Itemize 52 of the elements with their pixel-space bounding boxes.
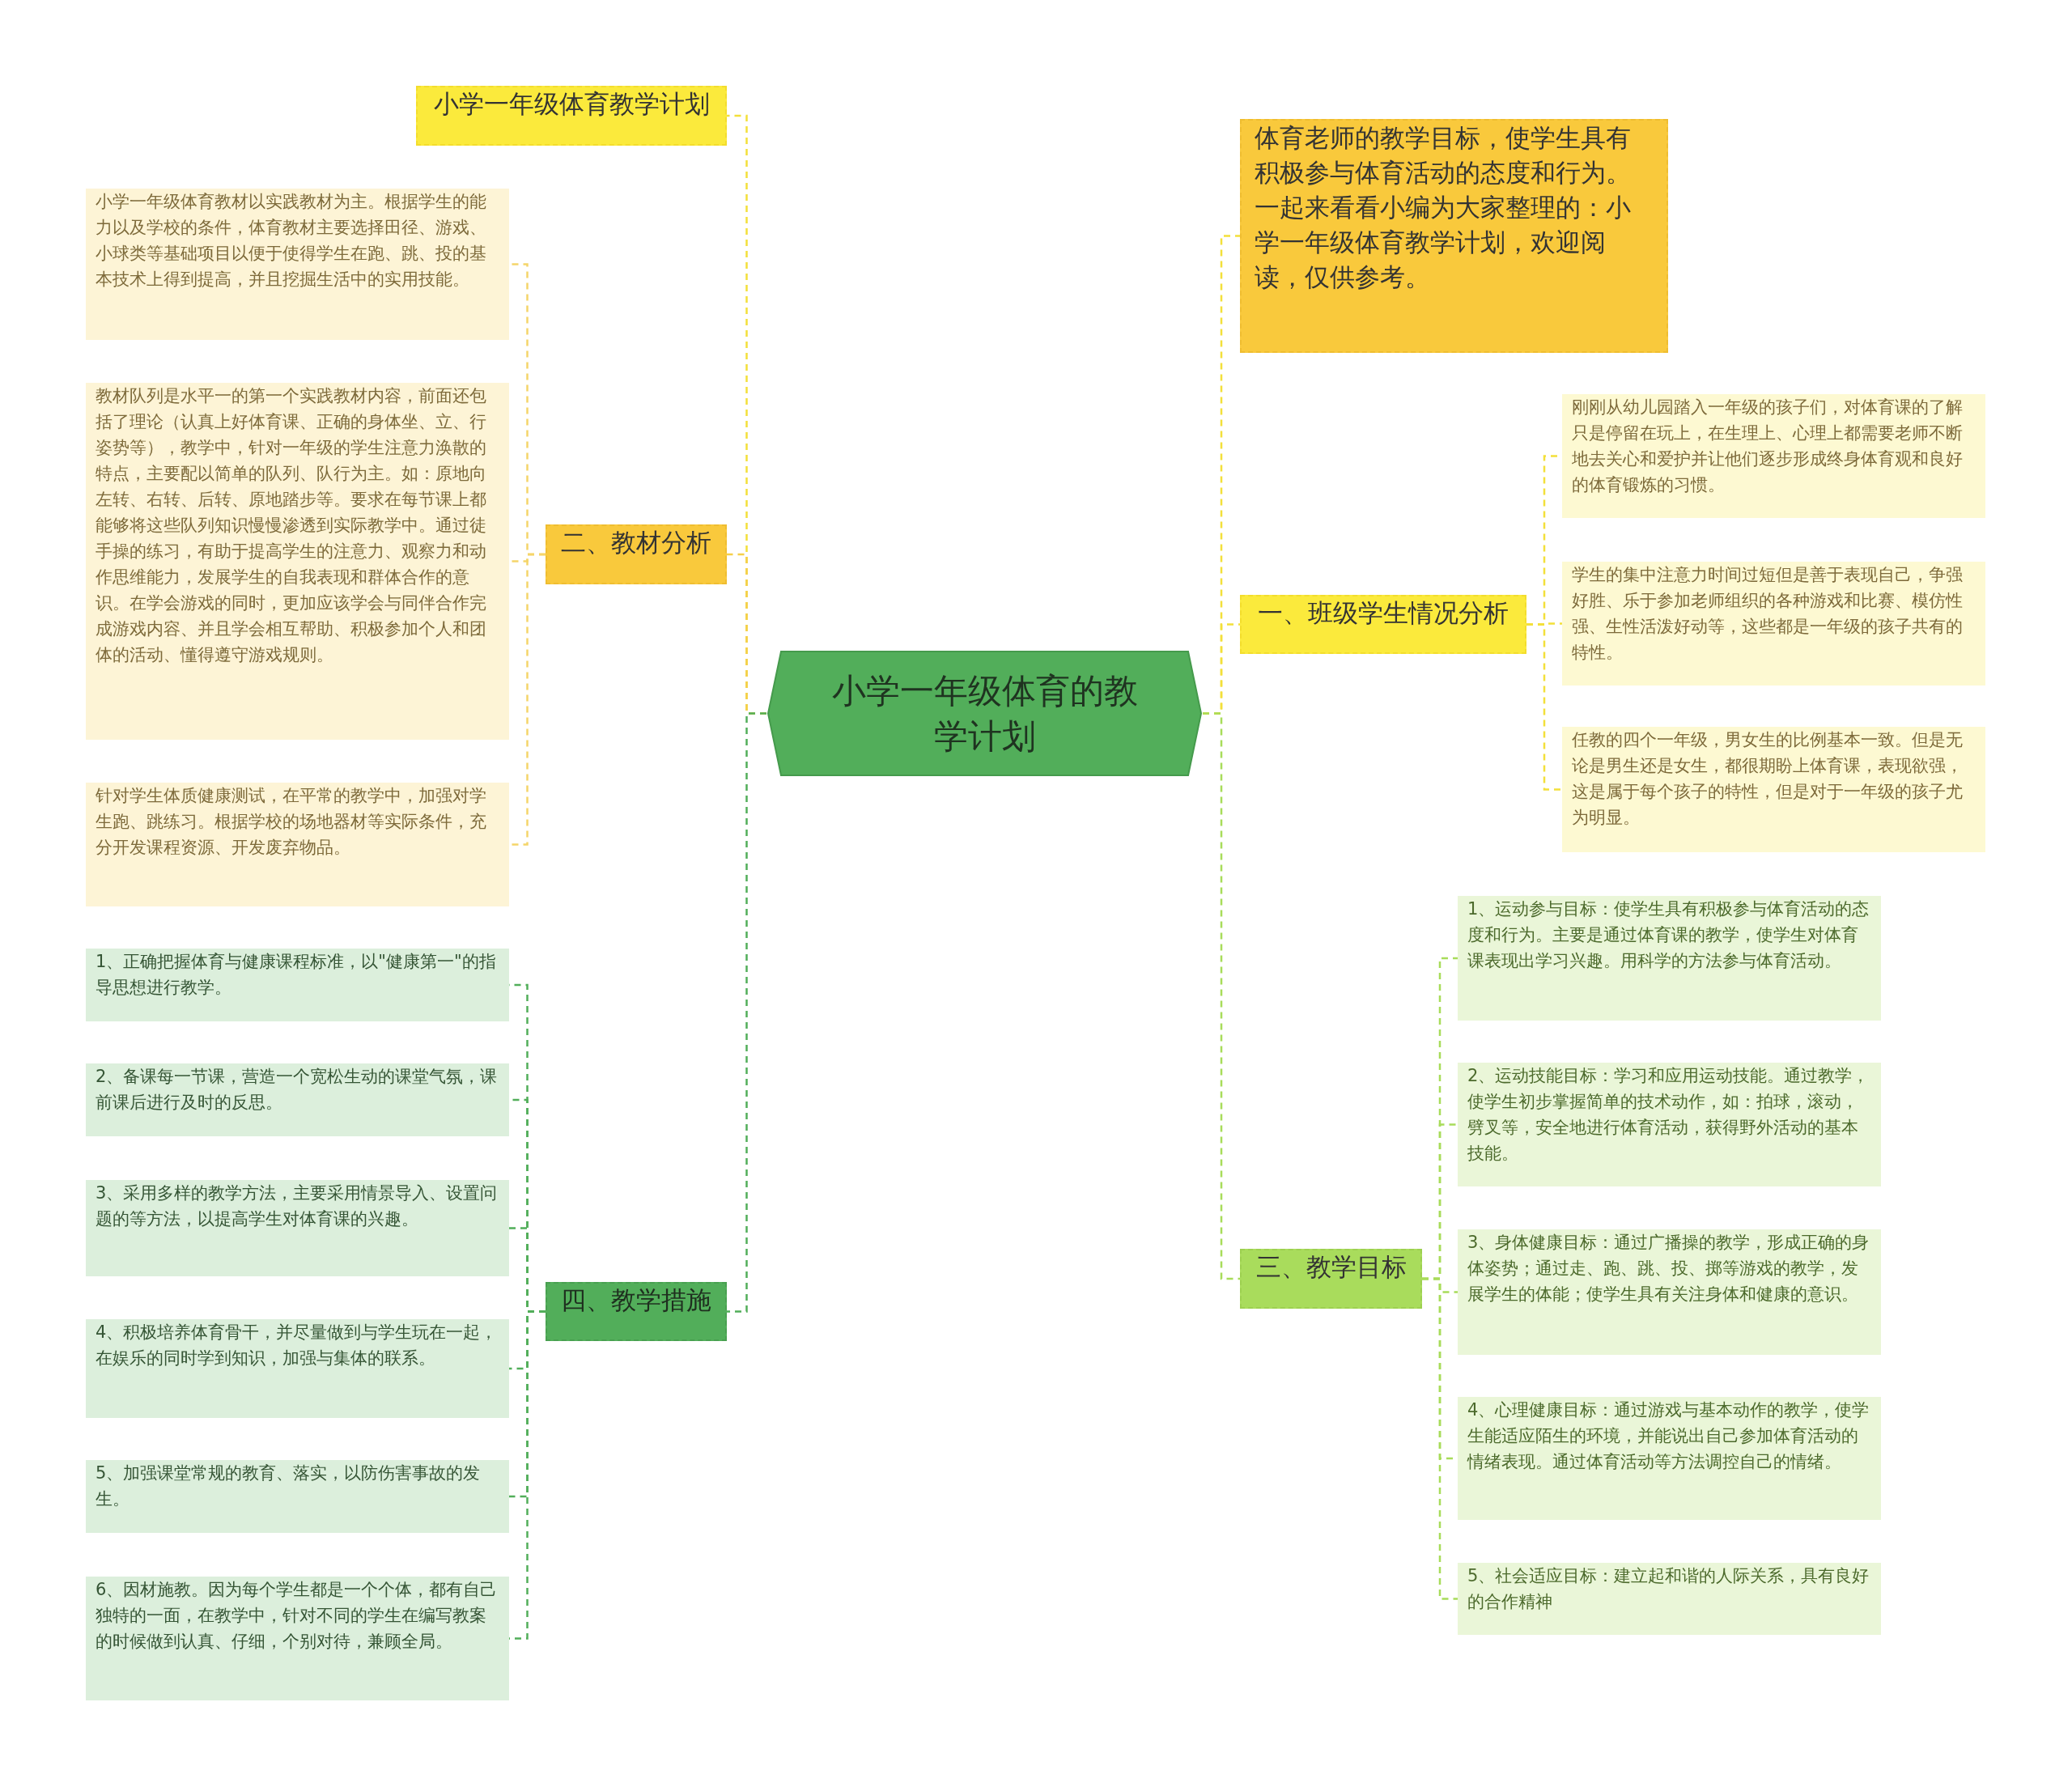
branch-topic-box <box>546 524 727 584</box>
detail-box <box>86 1063 509 1136</box>
detail-box <box>1458 1397 1881 1520</box>
detail-box <box>1458 1229 1881 1355</box>
summary-box <box>1240 119 1668 353</box>
detail-text: 2、备课每一节课，营造一个宽松生动的课堂气氛，课前课后进行及时的反思。 <box>96 1066 499 1114</box>
detail-box <box>1562 727 1985 852</box>
branch-topic-text: 二、教材分析 <box>560 527 712 558</box>
detail-box <box>86 383 509 740</box>
detail-box <box>86 783 509 906</box>
detail-text: 2、运动技能目标：学习和应用运动技能。通过教学，使学生初步掌握简单的技术动作，如：拍球，滚动，劈叉等，安全地进行体育活动，获得野外活动的基本技能。 <box>1467 1065 1870 1165</box>
detail-text: 1、正确把握体育与健康课程标准，以"健康第一"的指导思想进行教学。 <box>96 951 497 999</box>
central-topic-text: 小学一年级体育的教学计划 <box>830 669 1139 758</box>
branch-topic-text: 三、教学目标 <box>1255 1251 1408 1283</box>
detail-text: 学生的集中注意力时间过短但是善于表现自己，争强好胜、乐于参加老师组织的各种游戏和比赛、模仿性强、生性活泼好动等，这些都是一年级的孩子共有的特性。 <box>1572 564 1964 664</box>
branch-topic-box <box>1240 1249 1422 1309</box>
detail-text: 4、积极培养体育骨干，并尽量做到与学生玩在一起，在娱乐的同时学到知识，加强与集体的联系。 <box>96 1322 499 1369</box>
detail-text: 1、运动参与目标：使学生具有积极参与体育活动的态度和行为。主要是通过体育课的教学，使学生对体育课表现出学习兴趣。用科学的方法参与体育活动。 <box>1467 898 1870 972</box>
detail-text: 6、因材施教。因为每个学生都是一个个体，都有自己独特的一面，在教学中，针对不同的学生在编写教案的时候做到认真、仔细，个别对待，兼顾全局。 <box>96 1579 499 1653</box>
detail-text: 5、加强课堂常规的教育、落实，以防伤害事故的发生。 <box>96 1462 482 1510</box>
branch-topic-box <box>546 1282 727 1341</box>
summary-text: 体育老师的教学目标，使学生具有积极参与体育活动的态度和行为。一起来看看小编为大家整理的：小学一年级体育教学计划，欢迎阅读，仅供参考。 <box>1255 122 1632 293</box>
detail-box <box>1562 562 1985 686</box>
connector-line <box>1203 712 1240 1280</box>
branch-topic-box <box>416 86 727 146</box>
branch-topic-text: 小学一年级体育教学计划 <box>432 88 711 120</box>
detail-text: 针对学生体质健康测试，在平常的教学中，加强对学生跑、跳练习。根据学校的场地器材等实际条件，充分开发课程资源、开发废弃物品。 <box>96 785 487 859</box>
branch-topic-text: 四、教学措施 <box>560 1284 712 1316</box>
detail-box <box>1458 1063 1881 1186</box>
detail-text: 小学一年级体育教材以实践教材为主。根据学生的能力以及学校的条件，体育教材主要选择田径、游戏、小球类等基础项目以便于使得学生在跑、跳、投的基本技术上得到提高，并且挖掘生活中的实用技能。 <box>96 191 487 291</box>
detail-text: 刚刚从幼儿园踏入一年级的孩子们，对体育课的了解只是停留在玩上，在生理上、心理上都需要老师不断地去关心和爱护并让他们逐步形成终身体育观和良好的体育锻炼的习惯。 <box>1572 397 1964 496</box>
detail-box <box>86 949 509 1021</box>
detail-box <box>1562 394 1985 518</box>
branch-topic-text: 一、班级学生情况分析 <box>1257 597 1509 629</box>
detail-text: 4、心理健康目标：通过游戏与基本动作的教学，使学生能适应陌生的环境，并能说出自己参加体育活动的情绪表现。通过体育活动等方法调控自己的情绪。 <box>1467 1399 1870 1473</box>
detail-text: 任教的四个一年级，男女生的比例基本一致。但是无论是男生还是女生，都很期盼上体育课，表现欲强，这是属于每个孩子的特性，但是对于一年级的孩子尤为明显。 <box>1572 729 1964 829</box>
central-topic-hexagon <box>766 650 1203 777</box>
connector-line <box>727 712 766 1313</box>
detail-box <box>86 1180 509 1276</box>
detail-box <box>1458 1563 1881 1635</box>
branch-topic-box <box>1240 595 1526 654</box>
detail-text: 5、社会适应目标：建立起和谐的人际关系，具有良好的合作精神 <box>1467 1565 1870 1613</box>
detail-text: 3、身体健康目标：通过广播操的教学，形成正确的身体姿势；通过走、跑、跳、投、掷等游戏的教学，发展学生的体能；使学生具有关注身体和健康的意识。 <box>1467 1232 1870 1305</box>
detail-box <box>86 1319 509 1418</box>
detail-box <box>86 1460 509 1533</box>
detail-text: 教材队列是水平一的第一个实践教材内容，前面还包括了理论（认真上好体育课、正确的身体坐、立、行姿势等），教学中，针对一年级的学生注意力涣散的特点，主要配以简单的队列、队行为主。如：原地向左转、右转、后转、原地踏步等。要求在每节课上都能够将这些队列知识慢慢渗透到实际教学中。通过徒手操的练习，有助于提高学生的注意力、观察力和动作思维能力，发展学生的自我表现和群体合作的意识。在学会游戏的同时，更加应该学会与同伴合作完成游戏内容、并且学会相互帮助、积极参加个人和团体的活动、懂得遵守游戏规则。 <box>96 385 487 666</box>
connector-line <box>1526 623 1562 791</box>
detail-box <box>86 1577 509 1700</box>
connector-line <box>1422 1277 1458 1600</box>
detail-text: 3、采用多样的教学方法，主要采用情景导入、设置问题的等方法，以提高学生对体育课的兴趣。 <box>96 1182 499 1230</box>
detail-box <box>1458 896 1881 1021</box>
detail-box <box>86 189 509 340</box>
